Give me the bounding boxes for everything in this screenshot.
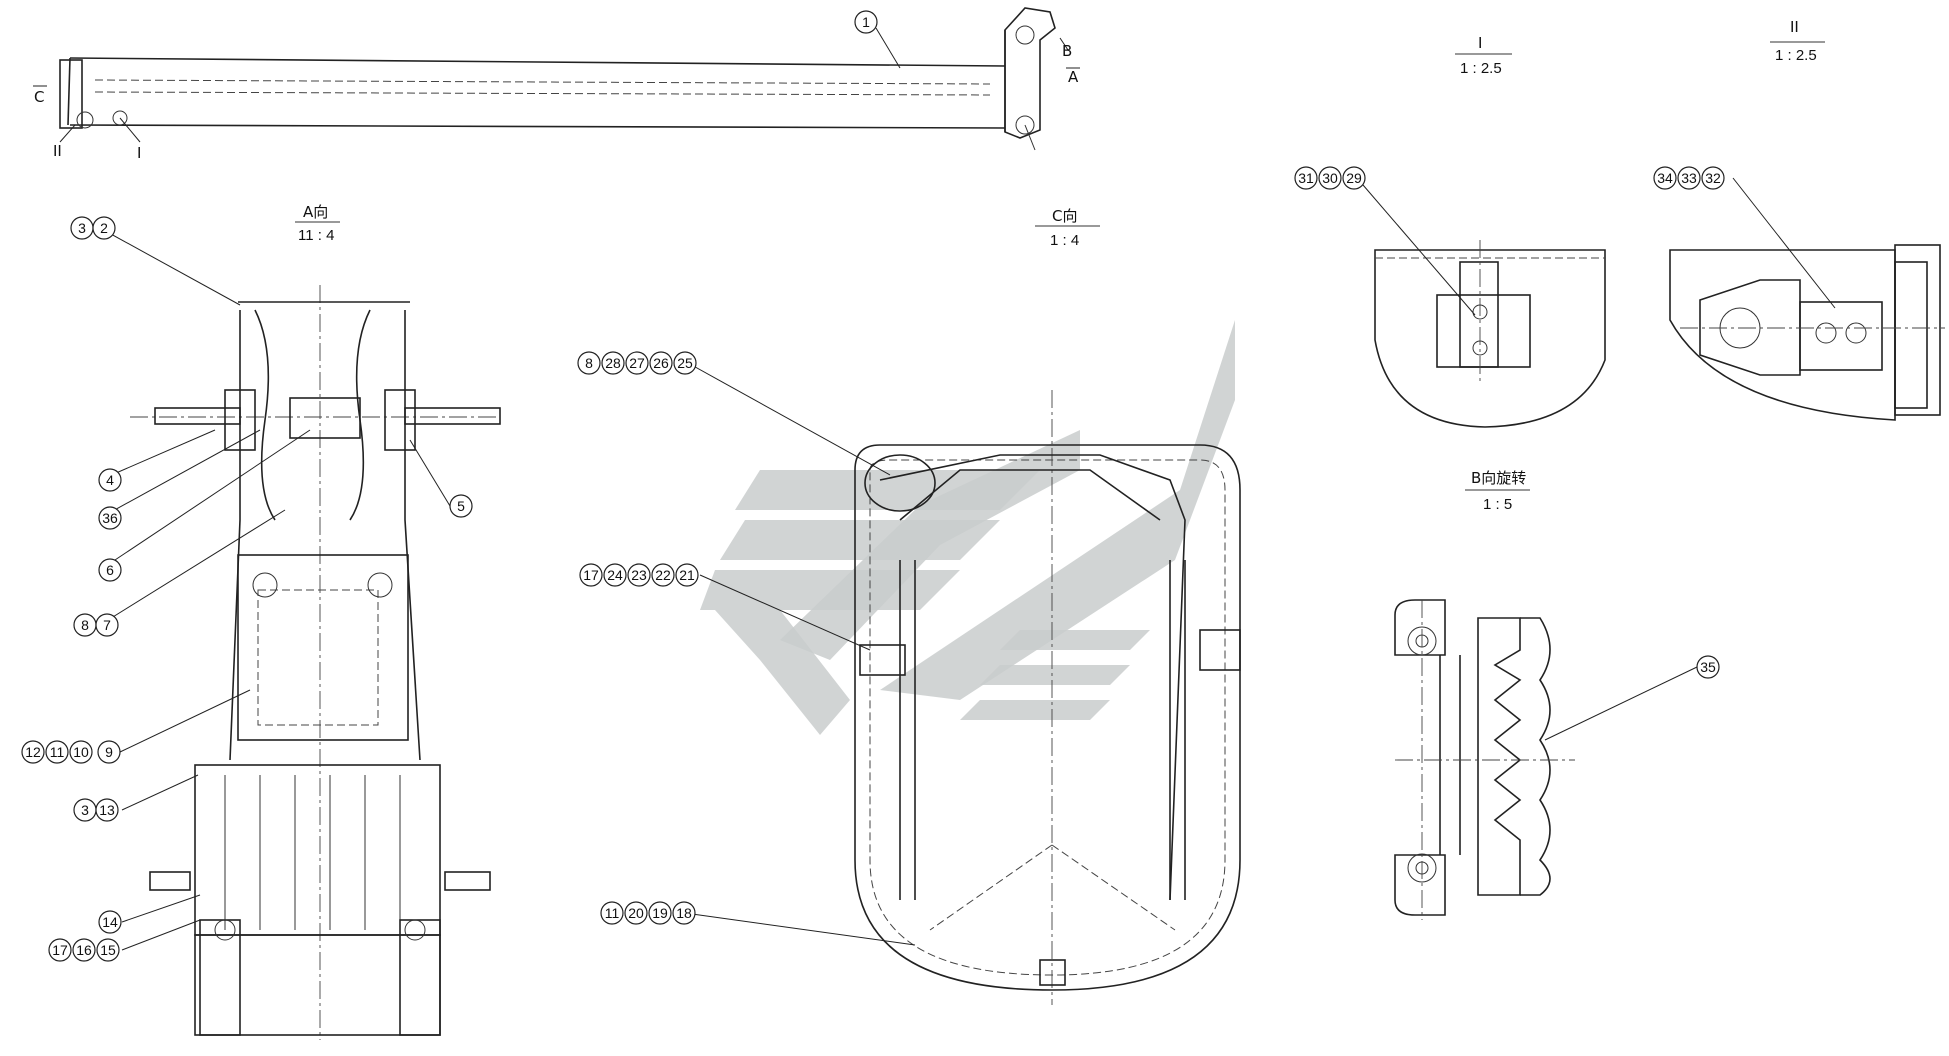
view-a: A向 11 : 4 <box>21 203 501 1040</box>
svg-text:10: 10 <box>73 744 89 760</box>
balloon-group-3-13: 3 13 <box>73 798 119 822</box>
svg-text:15: 15 <box>100 942 116 958</box>
svg-text:11: 11 <box>605 905 620 921</box>
view-c: C向 1 : 4 8 28 27 26 25 17 24 23 <box>577 207 1241 1005</box>
view-a-scale: 11 : 4 <box>298 227 334 244</box>
svg-text:18: 18 <box>676 905 692 921</box>
balloon-group-12-11-10-9: 12 11 10 9 <box>21 740 121 764</box>
balloon-6: 6 <box>98 558 122 582</box>
svg-text:30: 30 <box>1322 170 1338 186</box>
svg-text:17: 17 <box>583 567 599 583</box>
balloon-group-17-24-23-22-21: 17 24 23 22 21 <box>579 563 699 587</box>
svg-text:13: 13 <box>99 802 115 818</box>
detail-2-title: II <box>1790 18 1799 36</box>
svg-text:33: 33 <box>1681 170 1697 186</box>
balloon-group-11-20-19-18: 11 20 19 18 <box>600 901 696 925</box>
balloon-group-8-28-27-26-25: 8 28 27 26 25 <box>577 351 697 375</box>
balloon-group-34-33-32: 34 33 32 <box>1653 166 1725 190</box>
view-b: B向旋转 1 : 5 35 <box>1394 469 1720 920</box>
svg-text:20: 20 <box>628 905 644 921</box>
svg-text:1: 1 <box>862 14 870 30</box>
svg-text:25: 25 <box>677 355 693 371</box>
detail-2: II 1 : 2.5 34 33 32 <box>1653 18 1945 421</box>
overall-boom-view: B A C II I 1 <box>33 7 1080 162</box>
svg-text:8: 8 <box>81 617 89 633</box>
section-mark-b: B <box>1062 42 1072 60</box>
detail-mark-1: I <box>137 144 141 162</box>
balloon-14: 14 <box>98 910 122 934</box>
balloon-35: 35 <box>1696 655 1720 679</box>
svg-text:3: 3 <box>78 220 86 236</box>
svg-text:36: 36 <box>102 510 118 526</box>
svg-text:35: 35 <box>1700 659 1716 675</box>
svg-text:5: 5 <box>457 498 465 514</box>
svg-text:29: 29 <box>1346 170 1362 186</box>
section-mark-a: A <box>1068 68 1079 86</box>
svg-text:22: 22 <box>655 567 671 583</box>
svg-text:7: 7 <box>103 617 111 633</box>
svg-text:27: 27 <box>629 355 645 371</box>
svg-text:26: 26 <box>653 355 669 371</box>
svg-text:17: 17 <box>52 942 68 958</box>
view-b-title: B向旋转 <box>1471 469 1526 487</box>
svg-text:24: 24 <box>607 567 623 583</box>
svg-text:12: 12 <box>25 744 41 760</box>
svg-text:6: 6 <box>106 562 114 578</box>
svg-text:23: 23 <box>631 567 647 583</box>
detail-mark-2: II <box>53 142 62 160</box>
svg-text:8: 8 <box>585 355 593 371</box>
svg-text:32: 32 <box>1705 170 1721 186</box>
svg-text:11: 11 <box>50 744 65 760</box>
detail-2-scale: 1 : 2.5 <box>1775 47 1817 64</box>
svg-text:9: 9 <box>105 744 113 760</box>
balloon-1: 1 <box>854 10 878 34</box>
balloon-group-31-30-29: 31 30 29 <box>1294 166 1366 190</box>
svg-text:16: 16 <box>76 942 92 958</box>
svg-text:14: 14 <box>102 914 118 930</box>
svg-text:34: 34 <box>1657 170 1673 186</box>
view-c-title: C向 <box>1052 207 1077 225</box>
svg-text:19: 19 <box>652 905 668 921</box>
balloon-group-17-16-15: 17 16 15 <box>48 938 120 962</box>
view-b-scale: 1 : 5 <box>1483 496 1512 513</box>
svg-text:31: 31 <box>1298 170 1314 186</box>
watermark-logo <box>700 320 1235 735</box>
svg-text:21: 21 <box>679 567 695 583</box>
svg-text:28: 28 <box>605 355 621 371</box>
section-mark-c: C <box>34 88 44 106</box>
view-c-scale: 1 : 4 <box>1050 232 1079 249</box>
balloon-5: 5 <box>449 494 473 518</box>
svg-text:4: 4 <box>106 472 114 488</box>
balloon-4: 4 <box>98 468 122 492</box>
balloon-group-8-7: 8 7 <box>73 613 119 637</box>
detail-1-title: I <box>1478 34 1482 52</box>
detail-1-scale: 1 : 2.5 <box>1460 60 1502 77</box>
svg-text:2: 2 <box>100 220 108 236</box>
svg-text:3: 3 <box>81 802 89 818</box>
balloon-group-3-2: 3 2 <box>70 216 116 240</box>
view-a-title: A向 <box>303 203 328 221</box>
detail-1: I 1 : 2.5 31 30 29 <box>1294 34 1606 428</box>
balloon-36: 36 <box>98 506 122 530</box>
